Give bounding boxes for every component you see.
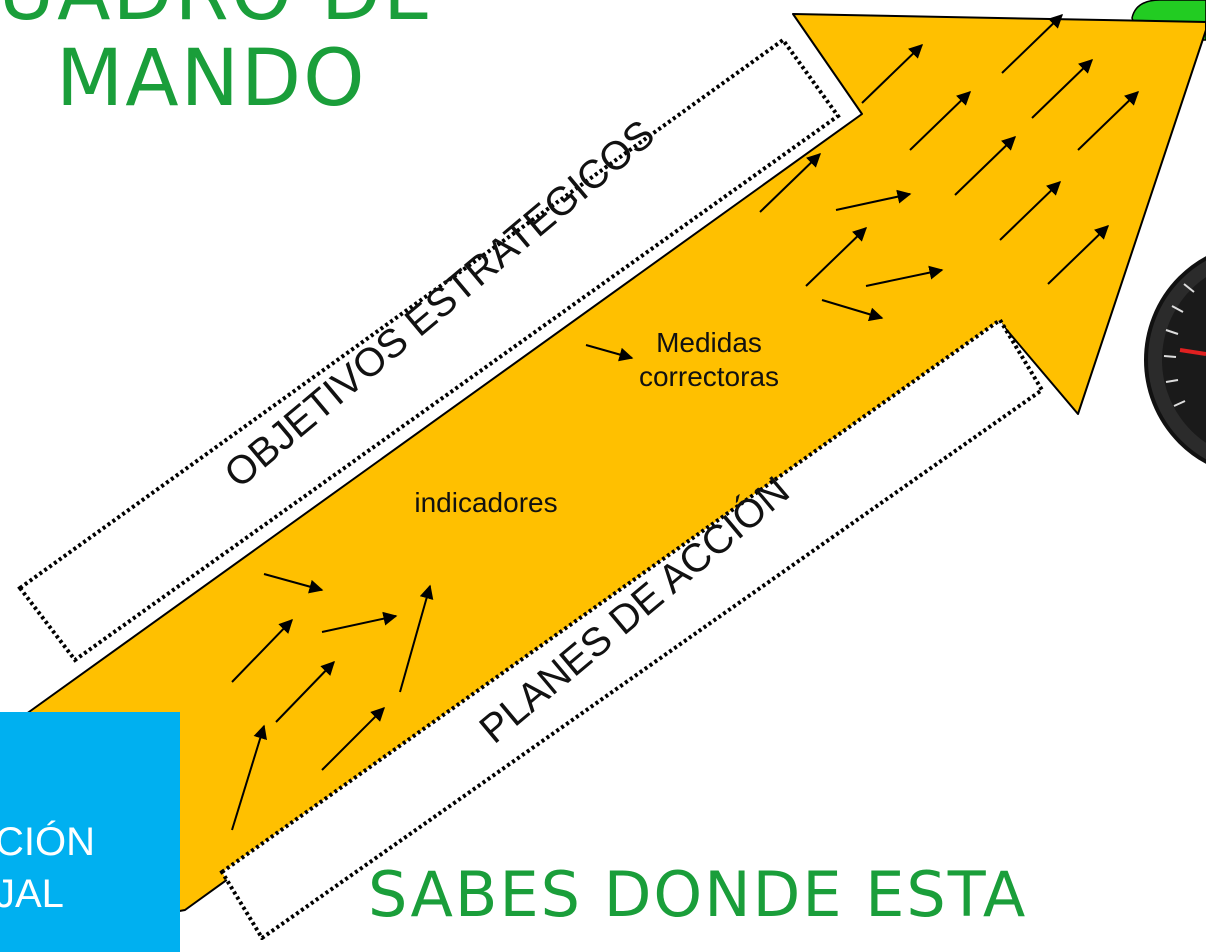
arrow-group [231,14,1140,831]
planes-box [219,317,1045,940]
arrow-icon [1047,225,1110,285]
arrow-icon [1077,91,1140,151]
arrow-icon [231,618,293,683]
arrow-icon [1001,14,1064,74]
arrow-icon [1031,59,1094,119]
blue-callout-box: CIÓN JAL [0,712,180,952]
arrow-icon [835,189,912,211]
page-title-partial: UADRO DE [0,0,434,38]
arrow-icon [861,44,924,104]
arrow-icon [759,153,822,213]
arrow-icon [321,611,398,633]
speedometer-icon [1144,256,1206,464]
blue-box-line1: CIÓN [0,820,95,864]
arrow-icon [231,724,267,831]
arrow-icon [399,584,434,693]
page-title: MANDO [56,34,367,124]
arrow-icon [805,227,868,287]
blue-box-line2: JAL [0,872,64,916]
arrow-icon [275,660,335,723]
arrow-icon [585,344,634,362]
arrow-icon [865,265,944,287]
objetivos-box [17,37,841,663]
arrow-icon [321,707,385,771]
arrow-icon [263,573,324,594]
arrow-icon [909,91,972,151]
arrow-icon [999,181,1062,241]
indicadores-label: indicadores [414,487,558,518]
arrow-icon [954,136,1017,196]
bottom-title: SABES DONDE ESTA [368,858,1028,931]
arrow-icon [821,299,884,322]
